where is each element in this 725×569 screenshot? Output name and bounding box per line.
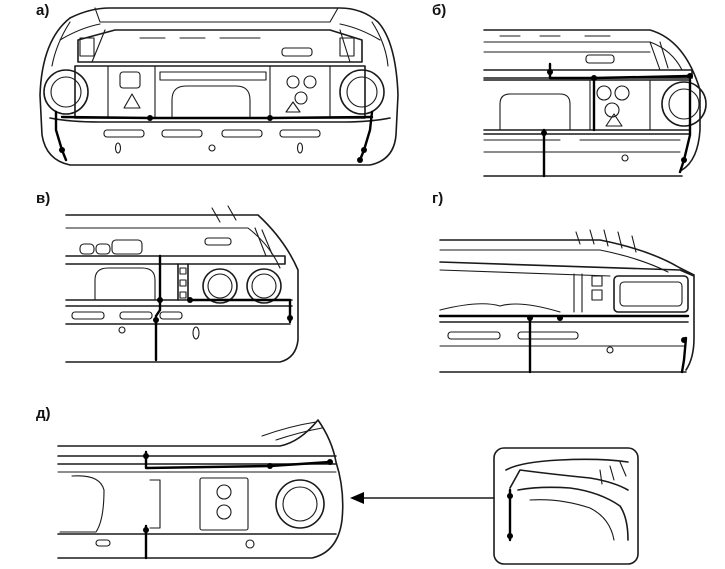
panel-d-side-view	[57, 419, 639, 565]
panel-a-front-view	[39, 7, 399, 166]
panel-label-d: д)	[36, 405, 51, 422]
panel-v-side-view	[65, 205, 299, 363]
panel-label-b: б)	[432, 2, 447, 19]
panel-label-g: г)	[432, 190, 444, 207]
panel-b-right-corner-view	[483, 29, 707, 178]
panel-label-a: а)	[36, 2, 50, 19]
panel-label-v: в)	[36, 190, 51, 207]
panel-g-three-quarter-view	[438, 229, 695, 374]
